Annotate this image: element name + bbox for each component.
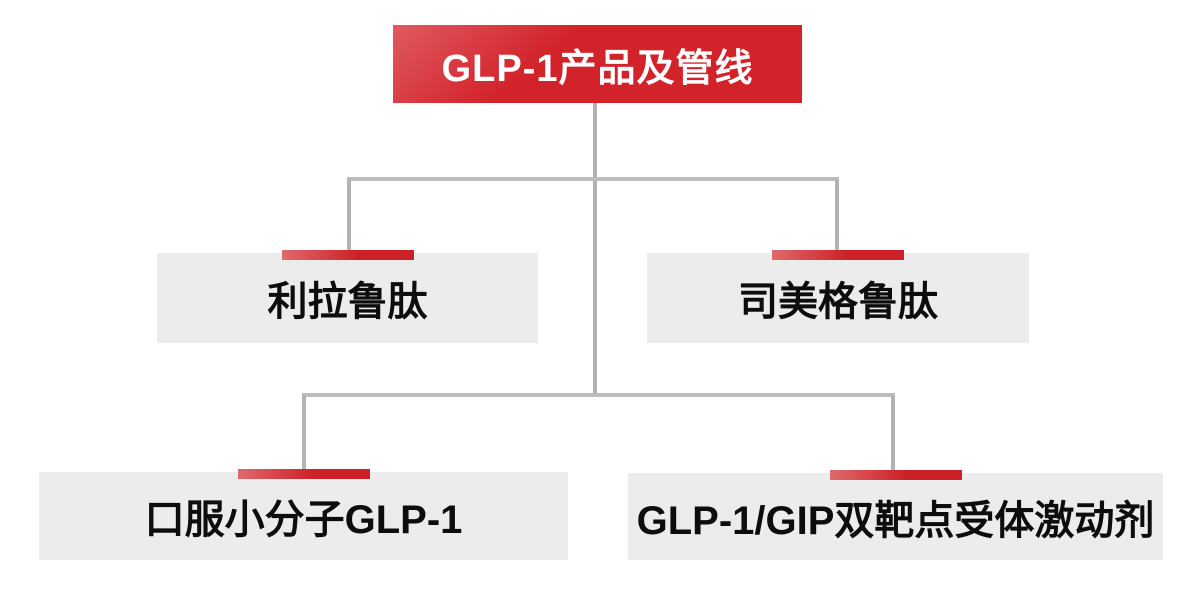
node-oral-small-molecule-glp1-label: 口服小分子GLP-1 [144, 498, 463, 542]
red-accent-bar [237, 469, 370, 479]
red-accent-bar [772, 250, 904, 260]
root-node: GLP-1产品及管线 [393, 25, 802, 103]
connector-level1-horizontal [347, 177, 839, 181]
node-oral-small-molecule-glp1: 口服小分子GLP-1 [39, 469, 568, 560]
node-semaglutide-label: 司美格鲁肽 [738, 280, 938, 324]
connector-level2-drop-right [891, 395, 895, 473]
connector-level2-drop-left [302, 395, 306, 473]
connector-level1-drop-left [347, 179, 351, 253]
root-node-label: GLP-1产品及管线 [441, 47, 754, 90]
connector-level2-horizontal [302, 393, 895, 397]
red-accent-bar [829, 470, 962, 480]
connector-level1-drop-right [835, 179, 839, 253]
node-liraglutide-label: 利拉鲁肽 [267, 280, 428, 324]
node-glp1-gip-dual-agonist: GLP-1/GIP双靶点受体激动剂 [628, 470, 1163, 560]
node-semaglutide: 司美格鲁肽 [647, 250, 1029, 343]
red-accent-bar [281, 250, 414, 260]
connector-root-vertical [593, 103, 597, 395]
node-liraglutide: 利拉鲁肽 [157, 250, 538, 343]
node-glp1-gip-dual-agonist-label: GLP-1/GIP双靶点受体激动剂 [636, 498, 1155, 543]
